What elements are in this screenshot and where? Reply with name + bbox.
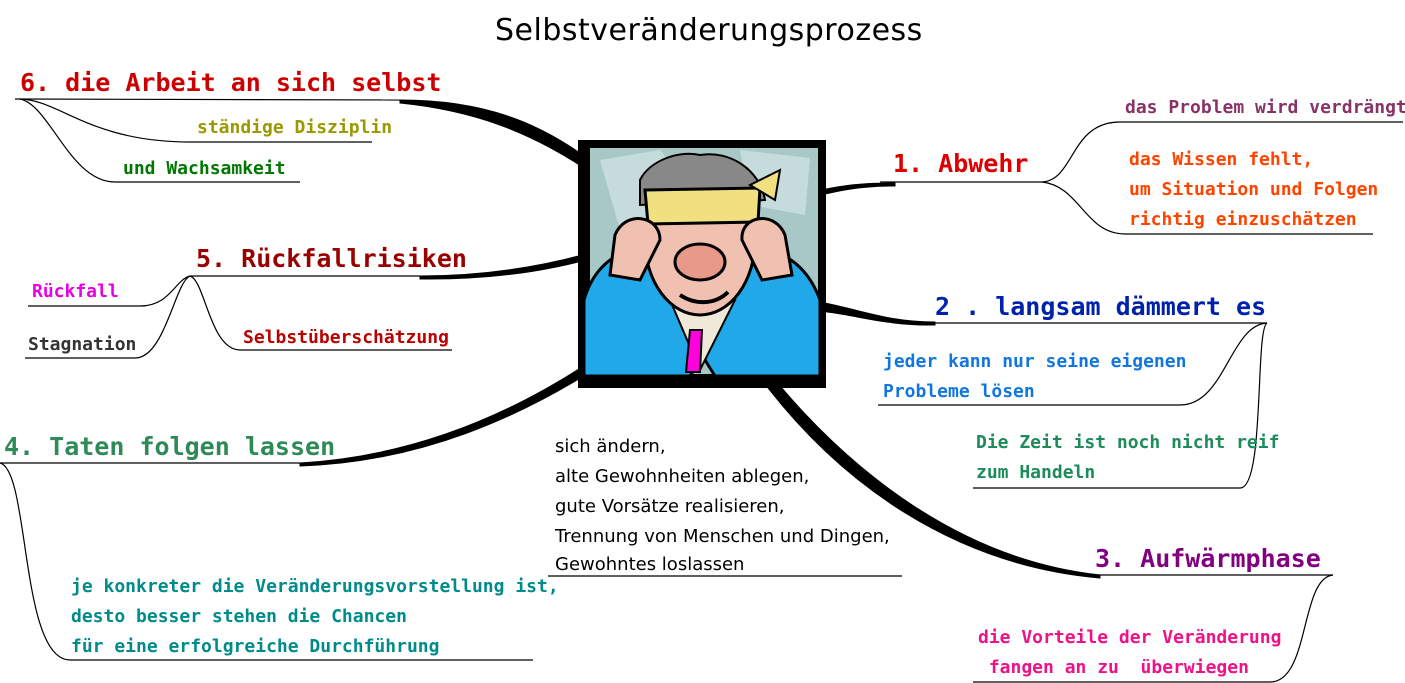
branch-6-detail-vigilance: und Wachsamkeit	[123, 158, 286, 179]
branch-3-label: 3. Aufwärmphase	[1095, 544, 1321, 573]
connector-branch-6	[399, 99, 601, 177]
center-text-line-5: Gewohntes loslassen	[555, 554, 745, 575]
branch-5-detail-stagnation: Stagnation	[28, 334, 137, 355]
branch-4-detail-line-1: je konkreter die Veränderungsvorstellung…	[71, 576, 559, 597]
branch-1-detail-suppressed: das Problem wird verdrängt	[1125, 97, 1405, 118]
branch-1-label: 1. Abwehr	[893, 149, 1029, 178]
branch-4-detail-line-2: desto besser stehen die Chancen	[71, 606, 407, 627]
branch-1-detail-line-3: richtig einzuschätzen	[1129, 209, 1357, 230]
thin-connectors	[0, 98, 1403, 683]
branch-6-detail-discipline: ständige Disziplin	[197, 117, 393, 138]
branch-2-detail-a-line-1: jeder kann nur seine eigenen	[883, 351, 1187, 372]
branch-3-detail-line-2: fangen an zu überwiegen	[978, 657, 1249, 678]
branch-2-detail-a-line-2: Probleme lösen	[883, 381, 1035, 402]
branch-5-detail-overestimation: Selbstüberschätzung	[243, 327, 449, 348]
center-text-line-1: sich ändern,	[555, 436, 666, 457]
branch-5-detail-relapse: Rückfall	[32, 281, 119, 302]
branch-1-detail-line-2: um Situation und Folgen	[1129, 179, 1379, 200]
branch-3-detail-line-1: die Vorteile der Veränderung	[978, 627, 1282, 648]
center-clipart-icon	[578, 140, 826, 388]
branch-4-label: 4. Taten folgen lassen	[4, 432, 336, 461]
connector-branch-3	[767, 379, 1101, 579]
center-text-line-3: gute Vorsätze realisieren,	[555, 496, 785, 517]
branch-6-label: 6. die Arbeit an sich selbst	[20, 68, 442, 97]
branch-2-detail-b-line-1: Die Zeit ist noch nicht reif	[976, 432, 1280, 453]
center-text-line-4: Trennung von Menschen und Dingen,	[555, 526, 890, 547]
branch-1-detail-line-1: das Wissen fehlt,	[1129, 149, 1314, 170]
main-connectors	[299, 99, 1101, 579]
branch-4-detail-line-3: für eine erfolgreiche Durchführung	[71, 636, 440, 657]
branch-5-label: 5. Rückfallrisiken	[196, 244, 467, 273]
connector-branch-2	[804, 299, 936, 326]
branch-2-label: 2 . langsam dämmert es	[935, 292, 1267, 321]
center-text-line-2: alte Gewohnheiten ablegen,	[555, 466, 810, 487]
branch-2-detail-b-line-2: zum Handeln	[976, 462, 1096, 483]
page-title: Selbstveränderungsprozess	[495, 13, 923, 48]
